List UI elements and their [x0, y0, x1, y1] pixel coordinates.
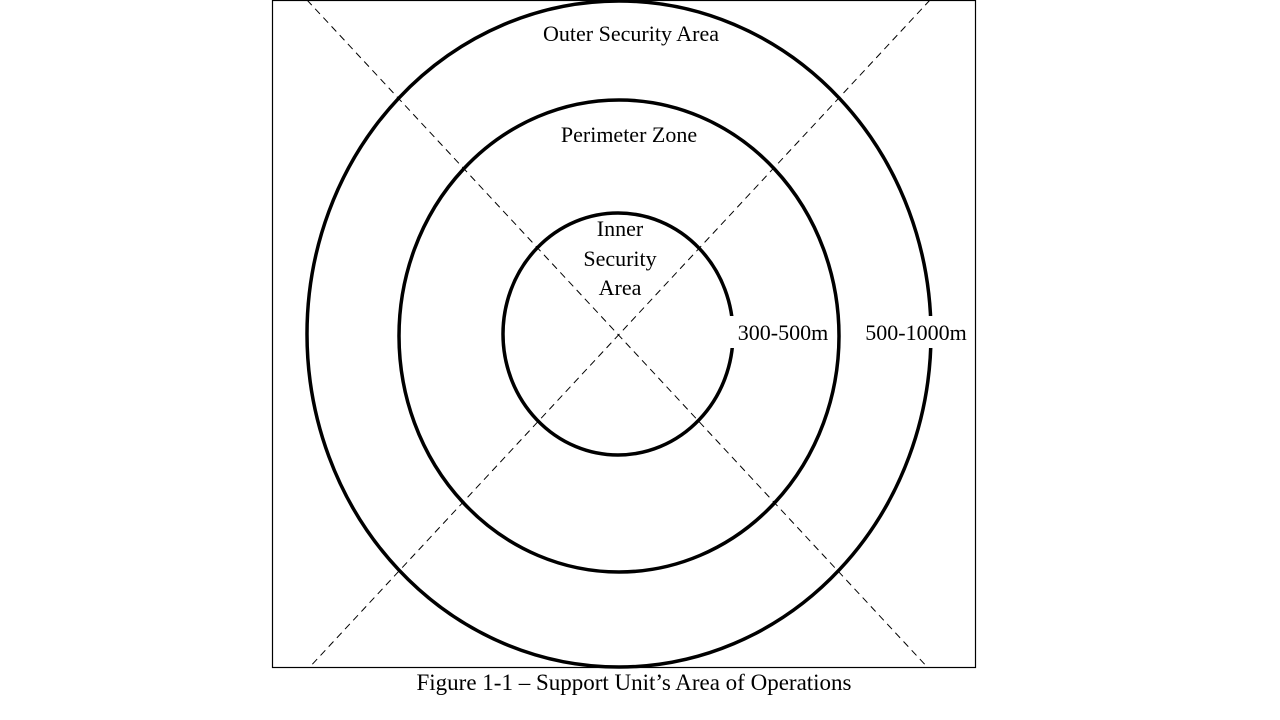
inner-security-area-label-line-2: Security	[583, 246, 656, 271]
perimeter-range-label: 300-500m	[738, 320, 828, 345]
outer-range-label: 500-1000m	[865, 320, 966, 345]
figure-caption: Figure 1-1 – Support Unit’s Area of Oper…	[416, 670, 852, 695]
perimeter-zone-ring	[397, 98, 841, 574]
perimeter-zone-label: Perimeter Zone	[561, 122, 697, 147]
inner-security-area-label-line-1: Inner	[597, 216, 644, 241]
perimeter-range-gap	[730, 316, 836, 348]
outer-security-area-label: Outer Security Area	[543, 21, 719, 46]
outer-range-gap	[857, 316, 973, 348]
inner-security-area-label-line-3: Area	[599, 275, 642, 300]
diagonal-line-ascending	[308, 0, 931, 668]
